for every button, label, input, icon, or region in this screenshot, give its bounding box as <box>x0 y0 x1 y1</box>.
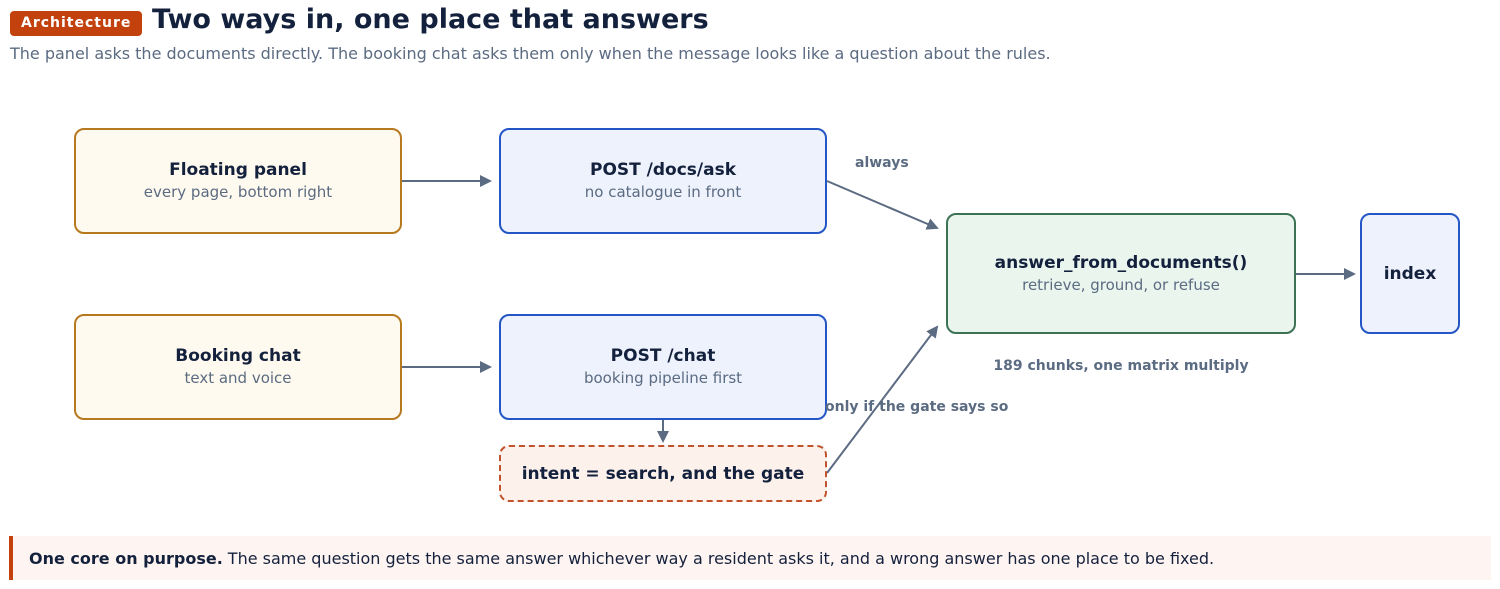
core-node: answer_from_documents() retrieve, ground… <box>946 213 1296 334</box>
gate-node: intent = search, and the gate <box>499 445 827 502</box>
architecture-badge: Architecture <box>10 11 143 36</box>
callout-text: The same question gets the same answer w… <box>227 548 1215 568</box>
core-title: answer_from_documents() <box>994 252 1248 273</box>
chat-node: POST /chat booking pipeline first <box>499 314 827 420</box>
chat-subtitle: booking pipeline first <box>583 369 743 387</box>
page-title: Two ways in, one place that answers <box>152 4 709 35</box>
page-subtitle: The panel asks the documents directly. T… <box>10 44 1051 63</box>
booking-chat-node: Booking chat text and voice <box>74 314 402 420</box>
floating-panel-subtitle: every page, bottom right <box>143 183 333 201</box>
index-node: index <box>1360 213 1460 334</box>
floating-panel-node: Floating panel every page, bottom right <box>74 128 402 234</box>
booking-chat-title: Booking chat <box>175 346 301 366</box>
docs-ask-title: POST /docs/ask <box>589 160 737 180</box>
edge-label-gate-says: only if the gate says so <box>825 399 1009 415</box>
chat-title: POST /chat <box>610 346 716 366</box>
callout: One core on purpose. The same question g… <box>9 536 1491 580</box>
index-title: index <box>1383 263 1437 284</box>
edge-gate-to-core <box>826 325 939 474</box>
docs-ask-node: POST /docs/ask no catalogue in front <box>499 128 827 234</box>
callout-lead: One core on purpose. <box>29 548 223 568</box>
core-note: 189 chunks, one matrix multiply <box>993 358 1249 374</box>
core-subtitle: retrieve, ground, or refuse <box>1022 275 1220 294</box>
docs-ask-subtitle: no catalogue in front <box>584 183 742 201</box>
booking-chat-subtitle: text and voice <box>184 369 292 387</box>
edge-docs-ask-to-core <box>826 180 939 230</box>
edge-label-always: always <box>855 155 909 171</box>
gate-title: intent = search, and the gate <box>521 463 805 484</box>
floating-panel-title: Floating panel <box>169 160 307 180</box>
